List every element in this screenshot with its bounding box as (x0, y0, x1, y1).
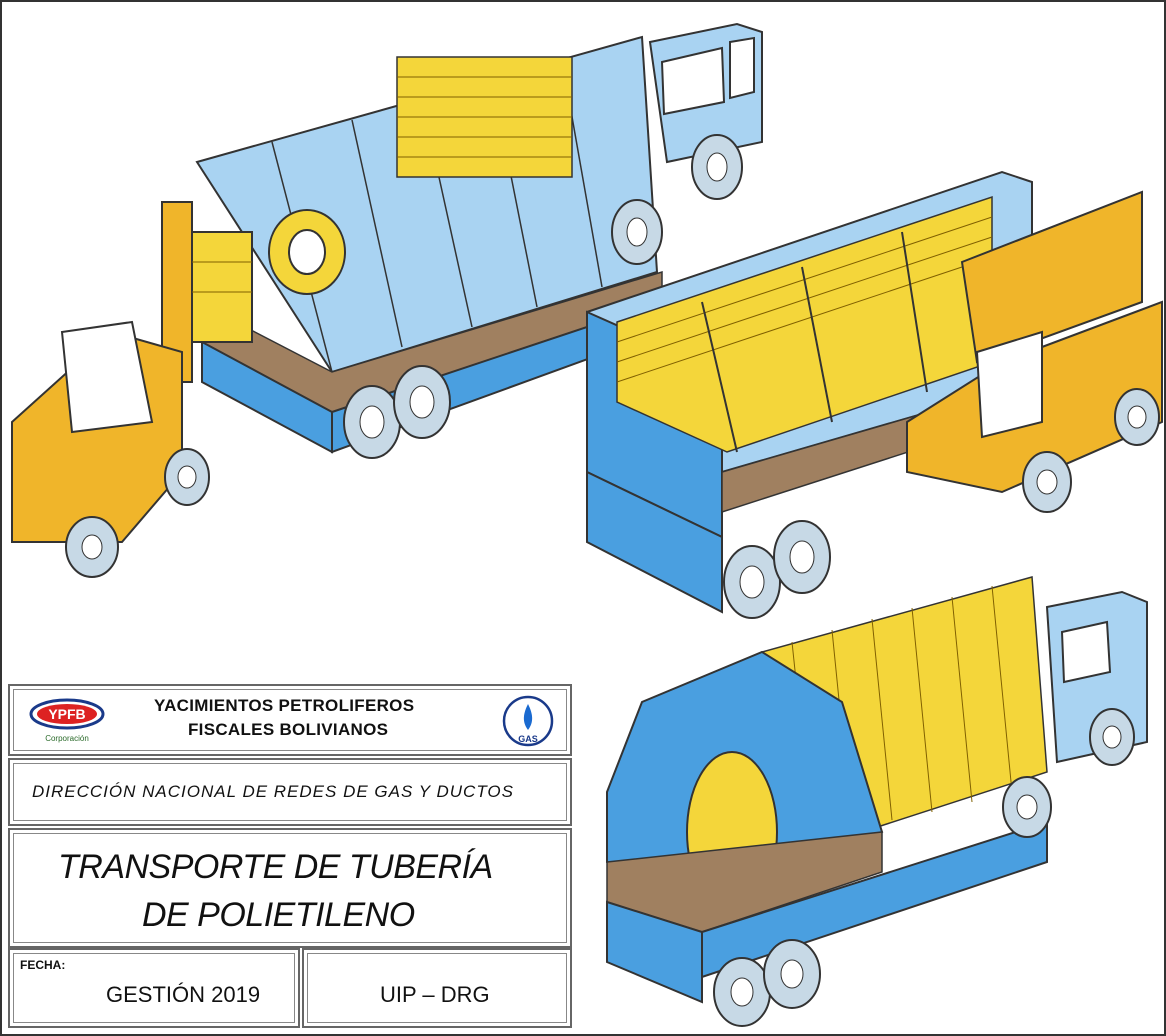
truck-2 (586, 170, 1163, 619)
titleblock-code: UIP – DRG (302, 948, 572, 1028)
truck-1 (195, 22, 763, 459)
ypfb-logo: YPFB Corporación (29, 698, 105, 743)
svg-text:GAS: GAS (518, 734, 538, 744)
svg-text:YPFB: YPFB (48, 706, 85, 722)
svg-text:Corporación: Corporación (45, 734, 89, 743)
titleblock-direction: DIRECCIÓN NACIONAL DE REDES DE GAS Y DUC… (8, 758, 572, 826)
gas-logo: GAS (502, 695, 554, 747)
truck-1-wheels (343, 134, 743, 459)
direction-name: DIRECCIÓN NACIONAL DE REDES DE GAS Y DUC… (32, 782, 514, 801)
date-value: GESTIÓN 2019 (106, 982, 261, 1007)
date-label: FECHA: (20, 958, 66, 972)
document-title-line-1: TRANSPORTE DE TUBERÍA (58, 848, 493, 886)
unit-code: UIP – DRG (380, 982, 490, 1007)
truck-3 (606, 576, 1148, 1027)
org-name-line-1: YACIMIENTOS PETROLIFEROS (154, 696, 415, 715)
truck-1-pipe-load (396, 56, 573, 178)
titleblock-title: TRANSPORTE DE TUBERÍA DE POLIETILENO (8, 828, 572, 948)
titleblock-date: FECHA: GESTIÓN 2019 (8, 948, 300, 1028)
truck-2-pipe-load (616, 195, 993, 453)
forklift (11, 201, 253, 578)
document-title-line-2: DE POLIETILENO (142, 896, 415, 934)
titleblock-organization: YPFB Corporación YACIMIENTOS PETROLIFERO… (8, 684, 572, 756)
org-name-line-2: FISCALES BOLIVIANOS (188, 720, 389, 739)
